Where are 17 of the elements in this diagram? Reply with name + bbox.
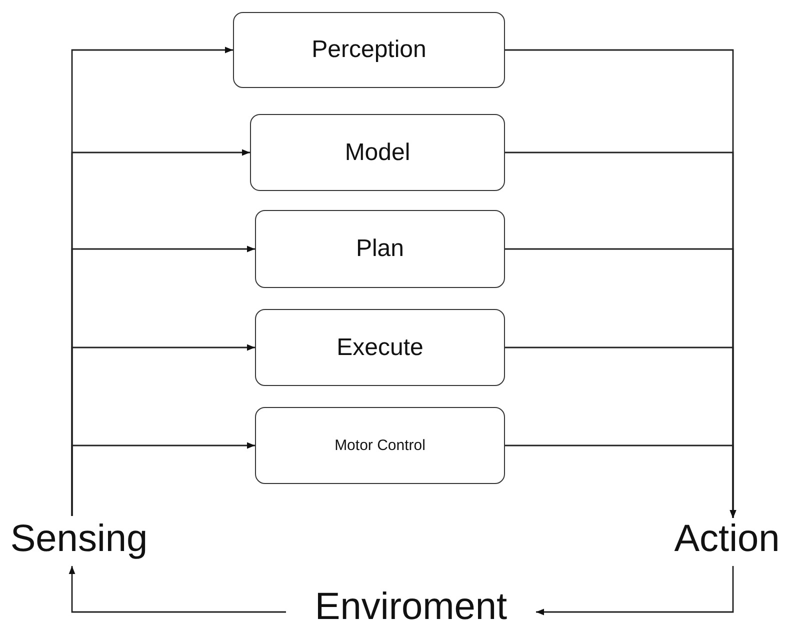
connector-arrow: [536, 566, 734, 616]
box-label: Motor Control: [334, 437, 426, 454]
box-label: Perception: [312, 36, 426, 64]
connector-arrow: [505, 444, 736, 518]
process-box: [233, 12, 505, 88]
process-box: [255, 210, 505, 288]
box-label: Model: [344, 138, 410, 166]
stage-label: Enviroment: [286, 590, 536, 624]
box-label: Plan: [356, 235, 404, 263]
stage-label: Action: [664, 514, 790, 564]
connector-arrow: [71, 442, 255, 516]
process-box: [250, 114, 505, 191]
process-box: [255, 407, 505, 484]
stage-label: Sensing: [4, 514, 154, 564]
connector-arrow: [68, 566, 286, 613]
box-label: Execute: [336, 334, 424, 362]
process-box: [255, 309, 505, 386]
